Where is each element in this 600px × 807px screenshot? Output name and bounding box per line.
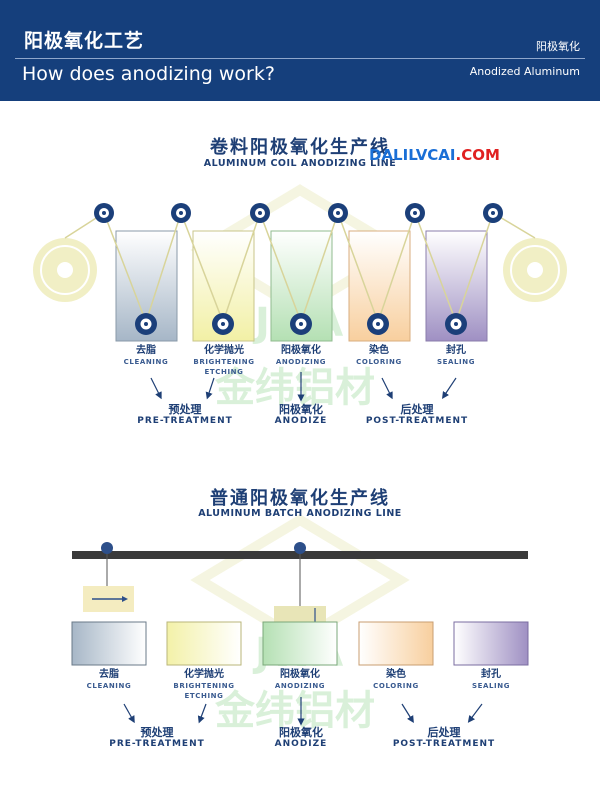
site-watermark: DALILVCAI.COM xyxy=(369,146,500,164)
coil-line-subtitle: ALUMINUM COIL ANODIZING LINE xyxy=(203,158,397,169)
logo-text-cn-2: 金纬铝材 xyxy=(215,688,375,734)
batch-tank-cleaning xyxy=(71,621,147,666)
logo-text-cn: 金纬铝材 xyxy=(215,365,375,411)
header-banner: 阳极氧化工艺 阳极氧化 How does anodizing work? Ano… xyxy=(0,0,600,101)
coil-roll-left xyxy=(33,238,97,302)
page-subtitle-en: Anodized Aluminum xyxy=(469,65,580,78)
page-title-en: How does anodizing work? xyxy=(22,63,275,85)
batch-tank-coloring xyxy=(358,621,434,666)
page-subtitle-cn: 阳极氧化 xyxy=(536,40,580,53)
coil-line-title: 卷料阳极氧化生产线 xyxy=(210,137,390,158)
batch-tank-anodizing xyxy=(262,621,338,666)
coil-tank-sealing xyxy=(425,230,488,342)
batch-tank-sealing xyxy=(453,621,529,666)
batch-line-subtitle: ALUMINUM BATCH ANODIZING LINE xyxy=(198,508,402,519)
batch-tank-brightening xyxy=(166,621,242,666)
coil-roll-right xyxy=(503,238,567,302)
batch-line-title: 普通阳极氧化生产线 xyxy=(210,488,390,509)
page-title-cn: 阳极氧化工艺 xyxy=(24,30,145,52)
header-divider xyxy=(15,58,585,59)
